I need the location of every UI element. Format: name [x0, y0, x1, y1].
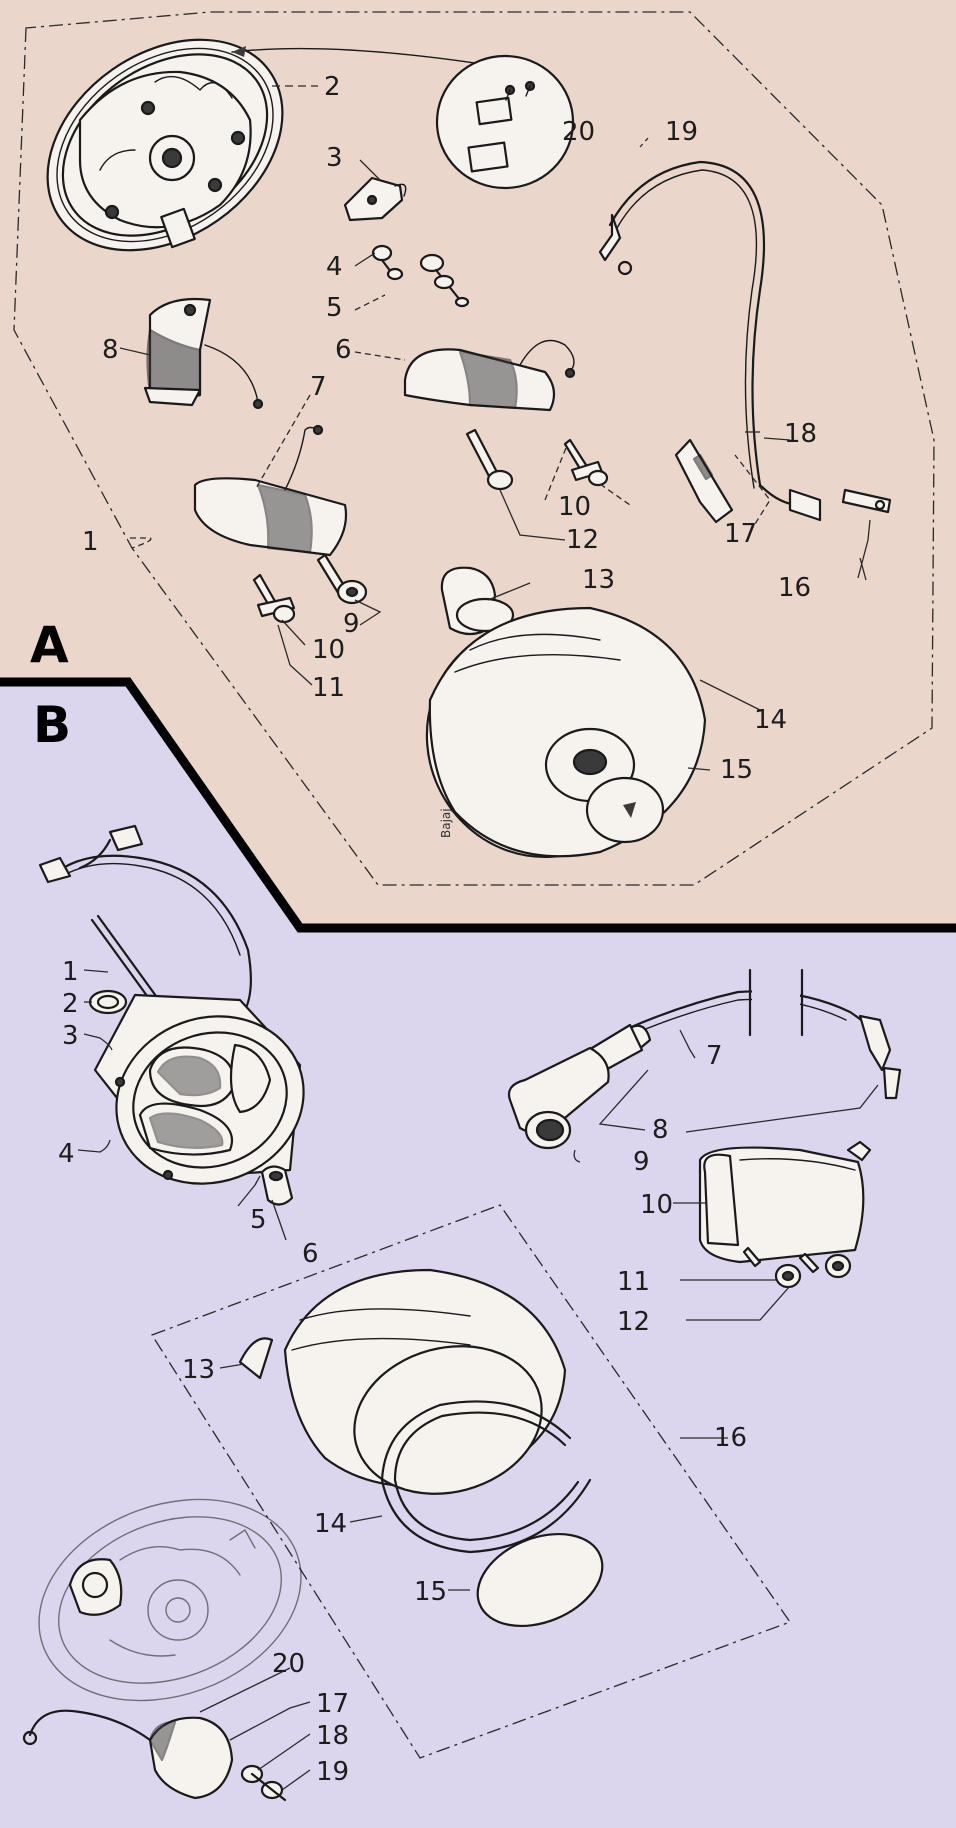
callout-b-7: 7 — [706, 1041, 723, 1071]
svg-text:Bajaj: Bajaj — [439, 808, 453, 838]
callout-b-13: 13 — [182, 1355, 215, 1385]
b-backplate-ghost — [38, 1498, 302, 1702]
b-callouts: 1 2 3 4 5 6 7 8 9 10 11 12 13 14 15 16 1… — [58, 957, 747, 1787]
b-part-13-key — [238, 1337, 274, 1380]
callout-a-13: 13 — [582, 565, 615, 595]
callout-b-15: 15 — [414, 1577, 447, 1607]
callout-b-2: 2 — [62, 989, 79, 1019]
callout-a-20: 20 — [562, 117, 595, 147]
section-a-label: A — [30, 616, 69, 674]
a-callouts: 1 2 3 4 5 6 7 8 9 10 10 11 12 13 14 15 1… — [82, 72, 817, 785]
callout-b-6: 6 — [302, 1239, 319, 1269]
callout-a-16: 16 — [778, 573, 811, 603]
section-a-background — [0, 0, 956, 928]
callout-b-5: 5 — [250, 1205, 267, 1235]
callout-a-6: 6 — [335, 335, 352, 365]
callout-a-9: 9 — [343, 609, 360, 639]
callout-b-17: 17 — [316, 1689, 349, 1719]
section-b-label: B — [33, 696, 71, 754]
a-group-boundary — [13, 11, 935, 886]
a-parts-13-15-flywheel — [425, 566, 707, 859]
callout-b-4: 4 — [58, 1139, 75, 1169]
a-part-3-breaker — [343, 176, 407, 222]
callout-b-19: 19 — [316, 1757, 349, 1787]
b-leaders — [77, 969, 879, 1791]
a-parts-16-19-ht-lead — [598, 160, 892, 524]
a-leaders — [119, 85, 871, 771]
callout-b-12: 12 — [617, 1307, 650, 1337]
callout-b-11: 11 — [617, 1267, 650, 1297]
callout-b-8: 8 — [652, 1115, 669, 1145]
b-part-15-disc — [476, 1532, 604, 1628]
section-divider — [0, 677, 956, 933]
callout-a-12: 12 — [566, 525, 599, 555]
a-parts-10-12-screws — [465, 428, 609, 491]
callout-b-3: 3 — [62, 1021, 79, 1051]
callout-b-20: 20 — [272, 1649, 305, 1679]
callout-b-16: 16 — [714, 1423, 747, 1453]
callout-a-4: 4 — [326, 252, 343, 282]
a-part-8-coil — [143, 297, 264, 410]
callout-a-18: 18 — [784, 419, 817, 449]
b-parts-7-9-ht-lead — [507, 968, 902, 1150]
callout-a-8: 8 — [102, 335, 119, 365]
section-b: 1 2 3 4 5 6 7 8 9 10 11 12 13 14 15 16 1… — [22, 824, 902, 1802]
callout-a-10a: 10 — [558, 492, 591, 522]
callout-b-14: 14 — [314, 1509, 347, 1539]
callout-a-2: 2 — [324, 72, 341, 102]
a-part-7-ignition-coil — [193, 424, 348, 557]
callout-a-19: 19 — [665, 117, 698, 147]
callout-a-3: 3 — [326, 143, 343, 173]
a-part-6-lighting-coil — [403, 339, 576, 412]
a-part-20-terminal-inset — [231, 46, 575, 190]
a-part-2-stator-plate — [46, 38, 284, 252]
callout-a-1: 1 — [82, 527, 99, 557]
a-parts-4-5-screws — [371, 244, 470, 308]
callout-b-9: 9 — [633, 1147, 650, 1177]
a-parts-9-10-11-screws — [252, 553, 368, 624]
b-parts-1-4-stator — [38, 824, 305, 1185]
callout-a-11: 11 — [312, 673, 345, 703]
callout-b-18: 18 — [316, 1721, 349, 1751]
b-parts-17-20-pickup — [22, 1709, 287, 1802]
b-pickup — [68, 1558, 123, 1616]
section-a: Bajaj — [13, 11, 935, 886]
callout-a-17: 17 — [724, 519, 757, 549]
callout-a-10b: 10 — [312, 635, 345, 665]
b-part-10-coil-housing — [698, 1140, 872, 1264]
callout-a-5: 5 — [326, 293, 343, 323]
b-group-boundary — [151, 1204, 792, 1759]
callout-a-14: 14 — [754, 705, 787, 735]
callout-b-10: 10 — [640, 1190, 673, 1220]
callout-b-1: 1 — [62, 957, 79, 987]
b-parts-11-12-nuts — [742, 1246, 852, 1289]
b-flywheel — [283, 1268, 567, 1495]
callout-a-15: 15 — [720, 755, 753, 785]
callout-a-7: 7 — [310, 372, 327, 402]
